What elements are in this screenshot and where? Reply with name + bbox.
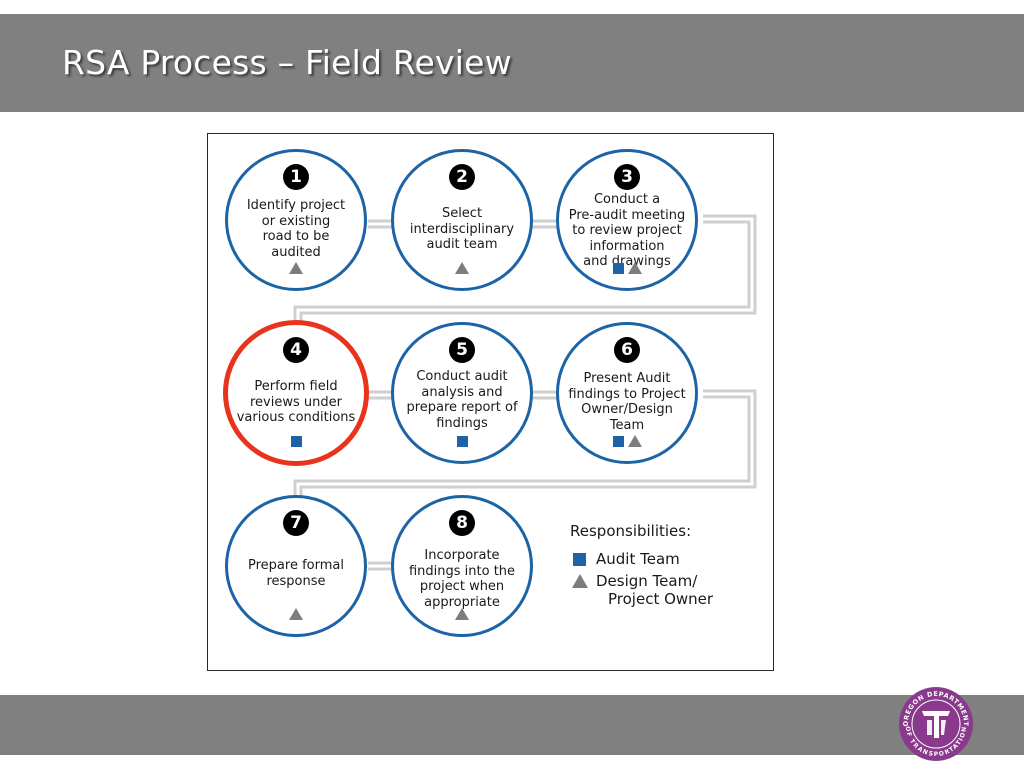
step-8-responsibility — [394, 608, 530, 620]
step-2-responsibility — [394, 262, 530, 274]
step-3-responsibility — [559, 262, 695, 274]
step-5-responsibility — [394, 436, 530, 447]
legend-audit-team: Audit Team — [570, 550, 770, 568]
audit-team-square-icon — [456, 436, 468, 447]
legend-title: Responsibilities: — [570, 522, 692, 540]
step-1-circle: 1 Identify project or existing road to b… — [225, 149, 367, 291]
audit-team-square-icon — [612, 436, 624, 447]
design-team-triangle-icon — [572, 574, 588, 588]
legend-audit-team-label: Audit Team — [596, 550, 680, 568]
step-8-circle: 8 Incorporate findings into the project … — [391, 495, 533, 637]
audit-team-square-icon — [290, 436, 302, 447]
step-8-number: 8 — [449, 510, 475, 536]
audit-team-square-icon — [573, 553, 586, 566]
step-8-text: Incorporate findings into the project wh… — [408, 548, 516, 610]
design-team-triangle-icon — [289, 608, 303, 620]
legend-design-team-label: Design Team/ — [596, 572, 698, 590]
step-2-number: 2 — [449, 164, 475, 190]
step-5-circle: 5 Conduct audit analysis and prepare rep… — [391, 322, 533, 464]
legend-project-owner-label: Project Owner — [608, 590, 714, 608]
step-1-text: Identify project or existing road to be … — [246, 198, 346, 260]
step-7-circle: 7 Prepare formal response — [225, 495, 367, 637]
step-6-number: 6 — [614, 337, 640, 363]
step-3-number: 3 — [614, 164, 640, 190]
design-team-triangle-icon — [627, 435, 642, 447]
step-7-text: Prepare formal response — [248, 558, 344, 589]
slide-title: RSA Process – Field Review — [62, 43, 512, 82]
step-4-responsibility — [228, 436, 364, 447]
step-6-circle: 6 Present Audit findings to Project Owne… — [556, 322, 698, 464]
step-3-text: Conduct a Pre-audit meeting to review pr… — [568, 192, 686, 269]
step-5-text: Conduct audit analysis and prepare repor… — [406, 369, 518, 431]
step-7-responsibility — [228, 608, 364, 620]
title-bar — [0, 14, 1024, 112]
responsibilities-legend: Responsibilities: Audit Team Design Team… — [570, 522, 770, 612]
step-4-text: Perform field reviews under various cond… — [236, 379, 356, 425]
design-team-triangle-icon — [627, 262, 642, 274]
audit-team-square-icon — [612, 263, 624, 274]
step-1-responsibility — [228, 262, 364, 274]
step-3-circle: 3 Conduct a Pre-audit meeting to review … — [556, 149, 698, 291]
step-6-responsibility — [559, 435, 695, 447]
design-team-triangle-icon — [455, 608, 469, 620]
design-team-triangle-icon — [455, 262, 469, 274]
step-6-text: Present Audit findings to Project Owner/… — [568, 371, 686, 433]
footer-bar — [0, 695, 1024, 755]
step-2-text: Select interdisciplinary audit team — [409, 206, 515, 252]
step-2-circle: 2 Select interdisciplinary audit team — [391, 149, 533, 291]
design-team-triangle-icon — [289, 262, 303, 274]
step-7-number: 7 — [283, 510, 309, 536]
process-diagram: 1 Identify project or existing road to b… — [207, 133, 774, 671]
step-1-number: 1 — [283, 164, 309, 190]
legend-design-team: Design Team/ Project Owner — [570, 572, 770, 608]
oregon-dot-logo-icon: OREGON DEPARTMENT OF TRANSPORTATION — [899, 687, 973, 761]
step-4-circle: 4 Perform field reviews under various co… — [223, 320, 369, 466]
step-4-number: 4 — [283, 337, 309, 363]
step-5-number: 5 — [449, 337, 475, 363]
